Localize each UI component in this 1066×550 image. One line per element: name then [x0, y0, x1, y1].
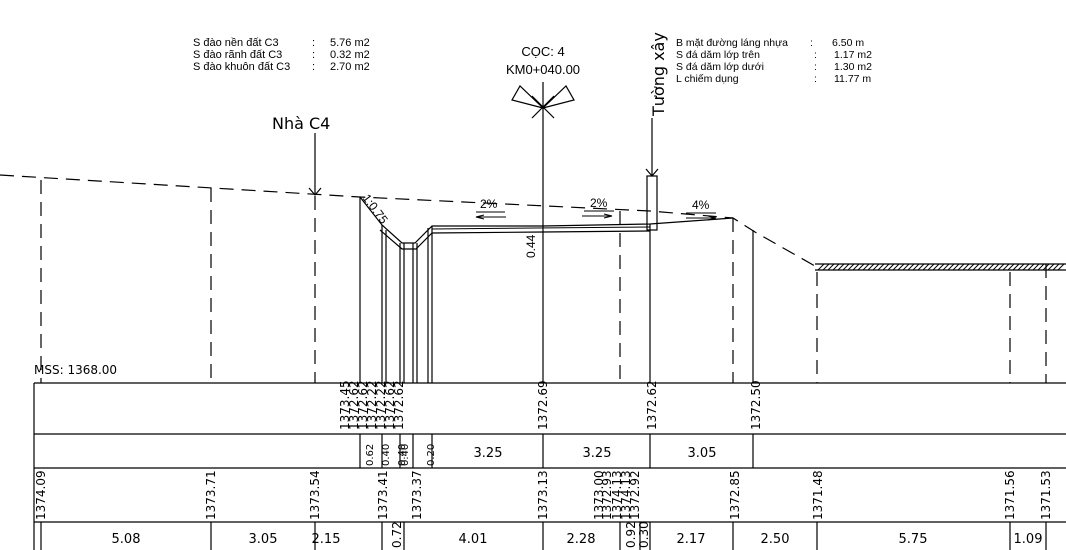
layer-depth: 0.44	[524, 234, 538, 258]
natural-elevation: 1372.92	[628, 470, 642, 520]
datum-label: MSS: 1368.00	[34, 363, 117, 377]
grade-right: 2%	[590, 196, 608, 210]
road-section	[359, 175, 734, 250]
natural-elevation: 1374.13	[619, 470, 633, 520]
distance: 2.28	[567, 532, 596, 547]
view-triangle-right	[540, 85, 575, 110]
design-elevation: 1372.69	[536, 380, 550, 430]
area-summary-right: B mặt đường láng nhựa : 6.50 m S đá dăm …	[676, 37, 872, 85]
distance: 0.92	[624, 521, 638, 548]
design-surface	[359, 196, 734, 244]
house-callout: Nhà C4	[272, 114, 330, 196]
distance: 4.01	[459, 532, 488, 547]
area-value: 11.77 m	[834, 73, 871, 85]
natural-elevation: 1374.09	[34, 470, 48, 520]
design-elevation: 1372.62	[392, 380, 406, 430]
station-label: CỌC: 4 KM0+040.00	[506, 44, 580, 77]
view-triangle-left	[511, 85, 546, 110]
distance: 0.30	[637, 521, 651, 548]
area-label: S đào khuôn đất C3	[193, 61, 290, 73]
wall-label: Tường xây	[649, 32, 668, 117]
area-summary-left: S đào nền đất C3 : 5.76 m2 S đào rãnh đấ…	[193, 37, 370, 73]
grade-left: 2%	[480, 197, 498, 211]
natural-elevation: 1371.56	[1003, 470, 1017, 520]
area-sep: :	[312, 61, 315, 73]
stake-number: CỌC: 4	[521, 44, 564, 59]
natural-elevation: 1371.53	[1039, 470, 1053, 520]
distance: 2.15	[312, 532, 341, 547]
natural-elevation: 1373.13	[536, 470, 550, 520]
design-elevation: 1372.62	[347, 380, 361, 430]
natural-elevation: 1372.85	[728, 470, 742, 520]
distance: 2.17	[677, 532, 706, 547]
area-value: 5.76 m2	[330, 37, 370, 49]
area-sep: :	[814, 49, 817, 61]
design-elevation-row: 1373.451372.621372.621372.221372.221372.…	[338, 380, 763, 430]
design-elevation: 1373.45	[338, 380, 352, 430]
wall-block	[646, 175, 658, 231]
natural-elevation: 1373.54	[308, 470, 322, 520]
wall-callout: Tường xây	[645, 32, 668, 177]
distance: 2.50	[761, 532, 790, 547]
natural-ground-line	[0, 174, 816, 267]
distance: 5.75	[899, 532, 928, 547]
house-label: Nhà C4	[272, 114, 330, 133]
area-label: S đào nền đất C3	[193, 37, 279, 49]
area-sep: :	[312, 37, 315, 49]
area-label: S đá dăm lớp trên	[676, 49, 760, 61]
area-sep: :	[814, 73, 817, 85]
design-elevation: 1372.22	[365, 380, 379, 430]
area-value: 6.50 m	[832, 37, 864, 49]
distance: 5.08	[112, 532, 141, 547]
distance: 0.72	[390, 521, 404, 548]
area-label: B mặt đường láng nhựa	[676, 37, 788, 49]
station-dash-lines	[40, 180, 1047, 383]
natural-elevation: 1373.41	[376, 470, 390, 520]
design-elevation: 1372.50	[749, 380, 763, 430]
design-width: 3.25	[583, 446, 612, 461]
design-width: 0.40	[397, 444, 408, 466]
design-width: 3.05	[688, 446, 717, 461]
distance: 3.05	[249, 532, 278, 547]
natural-elevation-row: 1374.09 1373.71 1373.54 1373.41 1373.37 1373.…	[34, 470, 1053, 520]
natural-elevation: 1373.71	[204, 470, 218, 520]
area-label: S đào rãnh đất C3	[193, 49, 282, 61]
distance: 1.09	[1014, 532, 1043, 547]
natural-elevation: 1373.37	[410, 470, 424, 520]
design-elevation: 1372.62	[645, 380, 659, 430]
design-elevation: 1372.22	[374, 380, 388, 430]
pavement-bottom	[379, 229, 651, 250]
design-width: 3.25	[474, 446, 503, 461]
chainage: KM0+040.00	[506, 62, 580, 77]
area-sep: :	[312, 49, 315, 61]
area-sep: :	[814, 61, 817, 73]
design-elevation: 1372.62	[383, 380, 397, 430]
area-value: 2.70 m2	[330, 61, 370, 73]
natural-elevation: 1371.48	[811, 470, 825, 520]
area-value: 1.30 m2	[834, 61, 872, 73]
natural-elevation: 1373.00	[592, 470, 606, 520]
natural-elevation: 1372.93	[600, 470, 614, 520]
design-width: 0.40	[400, 444, 411, 466]
area-sep: :	[810, 37, 813, 49]
natural-elevation: 1374.13	[610, 470, 624, 520]
design-width: 0.62	[365, 444, 376, 466]
arrow-head	[308, 187, 322, 196]
design-width: 0.40	[381, 444, 392, 466]
structure-lines	[359, 197, 754, 383]
area-label: S đá dăm lớp dưới	[676, 61, 764, 73]
slope-ratio: 1:0.75	[360, 191, 391, 226]
grade-shoulder: 4%	[692, 198, 710, 212]
area-value: 0.32 m2	[330, 49, 370, 61]
data-table: MSS: 1368.00 1373.451372.621372.621372.2…	[33, 363, 1066, 550]
area-value: 1.17 m2	[834, 49, 872, 61]
existing-road	[815, 263, 1066, 271]
design-elevation: 1372.62	[356, 380, 370, 430]
area-label: L chiếm dụng	[676, 73, 739, 85]
